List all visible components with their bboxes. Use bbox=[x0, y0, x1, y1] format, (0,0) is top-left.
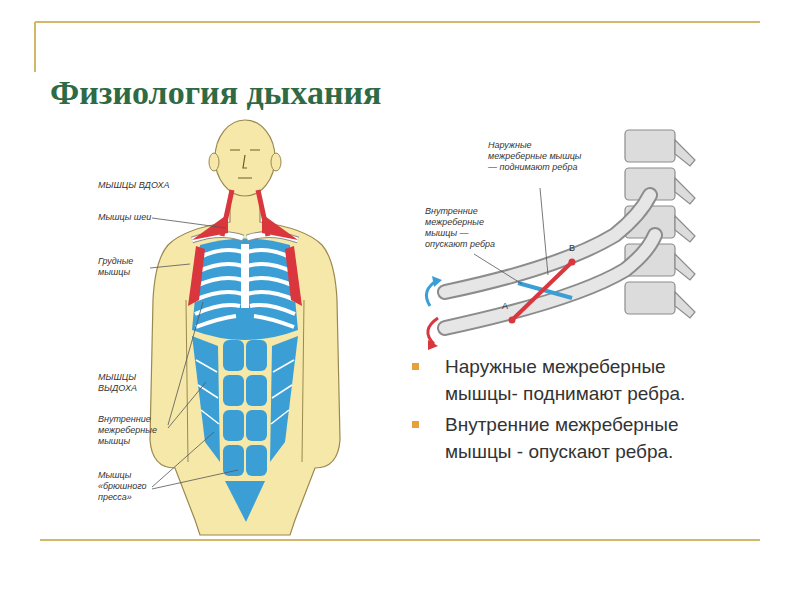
arrow-head bbox=[432, 276, 442, 287]
point-letter: А bbox=[502, 301, 508, 311]
ribcage bbox=[192, 234, 298, 340]
muscle-label: Наружные межреберные мышцы — поднимают р… bbox=[488, 140, 583, 173]
movement-arrows bbox=[426, 280, 438, 344]
muscle-label: Мышцы «брюшного пресса» bbox=[98, 470, 150, 503]
slide-frame bbox=[35, 22, 760, 540]
human-figure bbox=[150, 120, 340, 535]
bullet-marker bbox=[412, 421, 419, 428]
inspiratory-muscles bbox=[188, 190, 302, 306]
muscle-label: Мышцы шеи bbox=[98, 212, 168, 223]
muscle-label: Грудные мышцы bbox=[98, 256, 148, 278]
bullet-marker bbox=[412, 363, 419, 370]
leader-lines bbox=[474, 188, 548, 284]
abdominal-muscles bbox=[192, 336, 298, 522]
muscle-label: Внутренние межреберные мышцы bbox=[98, 414, 166, 447]
point-letter: В bbox=[569, 243, 575, 253]
group-label: МЫШЦЫ ВДОХА bbox=[98, 180, 188, 191]
arrow-head bbox=[428, 340, 438, 350]
leader-lines bbox=[150, 218, 238, 489]
bullet-text: Наружные межреберные мышцы- поднимают ре… bbox=[445, 353, 715, 407]
bullet-text: Внутренние межреберные мышцы - опускают … bbox=[445, 411, 715, 465]
slide-title: Физиология дыхания bbox=[50, 74, 381, 112]
intercostal-muscles bbox=[509, 259, 576, 324]
muscle-label: Внутренние межреберные мышцы — опускают … bbox=[425, 206, 503, 250]
group-label: МЫШЦЫ ВЫДОХА bbox=[98, 372, 153, 394]
